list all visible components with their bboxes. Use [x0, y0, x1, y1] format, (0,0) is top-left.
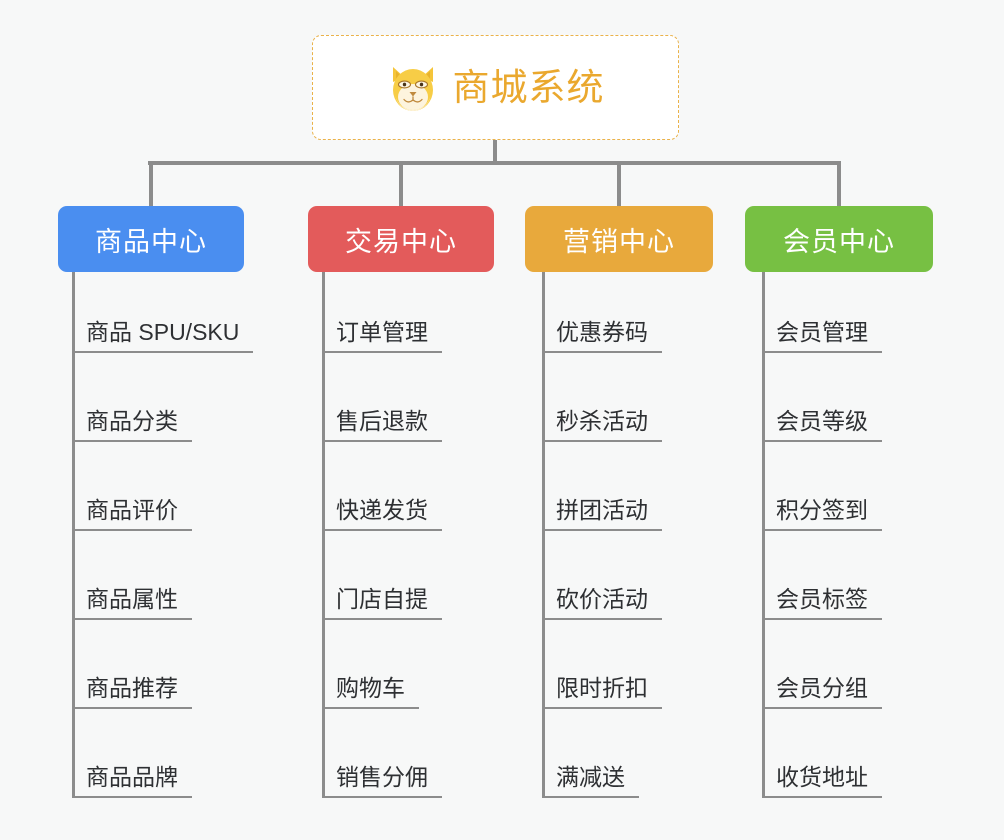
leaf-item[interactable]: 拼团活动: [542, 448, 662, 531]
leaf-item[interactable]: 商品属性: [72, 537, 192, 620]
leaf-item-label: 商品分类: [86, 408, 178, 435]
leaf-item-label: 收货地址: [776, 764, 868, 791]
leaf-item[interactable]: 商品品牌: [72, 715, 192, 798]
leaf-trunk-line: [542, 272, 545, 798]
branch-drop-connector: [837, 161, 841, 207]
leaf-item[interactable]: 售后退款: [322, 359, 442, 442]
leaf-item-label: 商品品牌: [86, 764, 178, 791]
leaf-item-label: 销售分佣: [336, 764, 428, 791]
branch-drop-connector: [617, 161, 621, 207]
leaf-item-label: 优惠券码: [556, 319, 648, 346]
leaf-item[interactable]: 商品推荐: [72, 626, 192, 709]
leaf-item-label: 门店自提: [336, 586, 428, 613]
leaf-item-label: 购物车: [336, 675, 405, 702]
leaf-item-label: 会员管理: [776, 319, 868, 346]
leaf-item[interactable]: 门店自提: [322, 537, 442, 620]
leaf-item-label: 砍价活动: [556, 586, 648, 613]
leaf-item[interactable]: 砍价活动: [542, 537, 662, 620]
leaf-item-label: 商品属性: [86, 586, 178, 613]
leaf-item-label: 积分签到: [776, 497, 868, 524]
leaf-item[interactable]: 会员管理: [762, 270, 882, 353]
leaf-item-label: 快递发货: [336, 497, 428, 524]
root-stem-connector: [493, 140, 497, 165]
category-box-1[interactable]: 商品中心: [58, 206, 244, 272]
leaf-item[interactable]: 收货地址: [762, 715, 882, 798]
leaf-item[interactable]: 会员等级: [762, 359, 882, 442]
leaf-item[interactable]: 商品 SPU/SKU: [72, 270, 254, 353]
leaf-item[interactable]: 商品分类: [72, 359, 192, 442]
leaf-item[interactable]: 秒杀活动: [542, 359, 662, 442]
leaf-item[interactable]: 满减送: [542, 715, 639, 798]
root-title: 商城系统: [452, 67, 605, 108]
leaf-item-label: 商品 SPU/SKU: [86, 319, 240, 346]
root-node-shop-system[interactable]: 商城系统: [312, 35, 679, 140]
category-label: 会员中心: [783, 226, 895, 257]
leaf-item-label: 秒杀活动: [556, 408, 648, 435]
horizontal-bus-connector: [148, 161, 840, 165]
leaf-item-label: 订单管理: [336, 319, 428, 346]
shiba-dog-face-icon: [392, 66, 433, 111]
leaf-item[interactable]: 销售分佣: [322, 715, 442, 798]
leaf-item-label: 会员等级: [776, 408, 868, 435]
leaf-item[interactable]: 会员分组: [762, 626, 882, 709]
leaf-item-label: 会员分组: [776, 675, 868, 702]
leaf-item-label: 满减送: [556, 764, 625, 791]
leaf-trunk-line: [762, 272, 765, 798]
leaf-trunk-line: [72, 272, 75, 798]
category-box-2[interactable]: 交易中心: [308, 206, 494, 272]
leaf-item-label: 限时折扣: [556, 675, 648, 702]
category-label: 营销中心: [563, 226, 675, 257]
leaf-item[interactable]: 会员标签: [762, 537, 882, 620]
leaf-item-label: 会员标签: [776, 586, 868, 613]
leaf-item[interactable]: 积分签到: [762, 448, 882, 531]
leaf-item[interactable]: 订单管理: [322, 270, 442, 353]
leaf-item[interactable]: 限时折扣: [542, 626, 662, 709]
leaf-item-label: 拼团活动: [556, 497, 648, 524]
leaf-item[interactable]: 购物车: [322, 626, 419, 709]
branch-drop-connector: [399, 161, 403, 207]
category-box-4[interactable]: 会员中心: [745, 206, 933, 272]
leaf-item[interactable]: 优惠券码: [542, 270, 662, 353]
leaf-item[interactable]: 商品评价: [72, 448, 192, 531]
leaf-item-label: 商品评价: [86, 497, 178, 524]
category-label: 交易中心: [345, 226, 457, 257]
leaf-item-label: 商品推荐: [86, 675, 178, 702]
leaf-item[interactable]: 快递发货: [322, 448, 442, 531]
branch-drop-connector: [149, 161, 153, 207]
category-label: 商品中心: [95, 226, 207, 257]
leaf-item-label: 售后退款: [336, 408, 428, 435]
leaf-trunk-line: [322, 272, 325, 798]
category-box-3[interactable]: 营销中心: [525, 206, 713, 272]
